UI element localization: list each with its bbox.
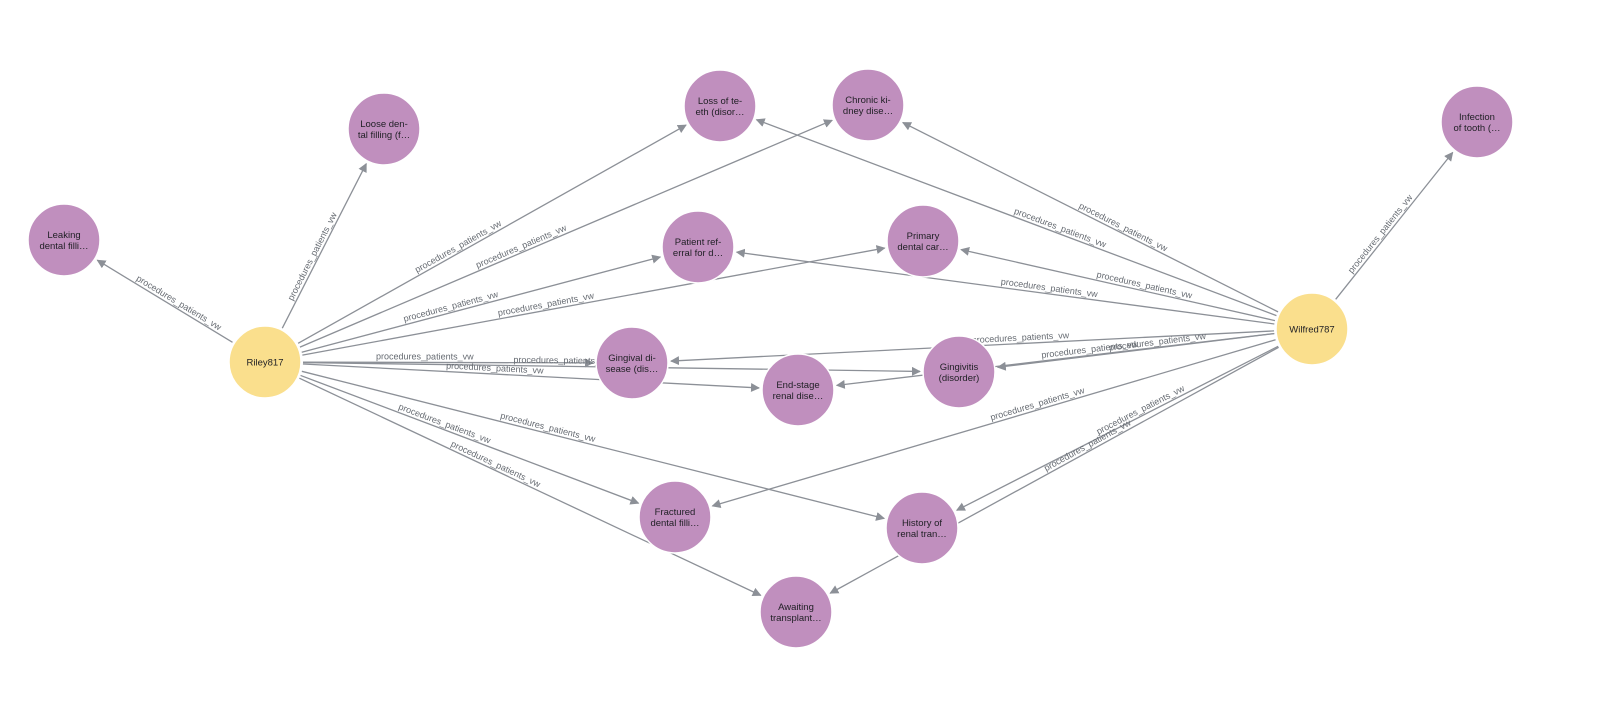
edge-riley-primary[interactable]	[302, 245, 886, 356]
node-chronic[interactable]: Chronic ki-dney dise…	[831, 68, 905, 142]
edge-label: procedures_patients_vw	[1000, 276, 1099, 299]
node-riley[interactable]: Riley817	[228, 325, 302, 399]
edge-riley-history[interactable]	[301, 370, 886, 521]
node-referral[interactable]: Patient ref-erral for d…	[661, 210, 735, 284]
edge-riley-fractured[interactable]	[300, 374, 640, 505]
edge-label: procedures_patients_vw	[397, 402, 492, 446]
edge-riley-endstage[interactable]	[302, 363, 760, 393]
node-circle[interactable]	[27, 203, 101, 277]
edge-wilfred-loss[interactable]	[755, 118, 1277, 317]
node-wilfred[interactable]: Wilfred787	[1275, 292, 1349, 366]
node-circle[interactable]	[1440, 85, 1514, 159]
edge-riley-chronic[interactable]	[299, 119, 833, 348]
node-circle[interactable]	[922, 335, 996, 409]
node-awaiting[interactable]: Awaitingtransplant…	[759, 575, 833, 649]
edge-label: procedures_patients_vw	[499, 410, 597, 444]
node-circle[interactable]	[886, 204, 960, 278]
edge-wilfred-infection[interactable]	[1335, 151, 1454, 300]
node-loss[interactable]: Loss of te-eth (disor…	[683, 69, 757, 143]
edge-label: procedures_patients_vw	[513, 355, 611, 366]
edge-label: procedures_patients_vw	[971, 330, 1069, 345]
node-circle[interactable]	[761, 353, 835, 427]
node-circle[interactable]	[759, 575, 833, 649]
edge-label: procedures_patients_vw	[1042, 417, 1133, 473]
node-gingivitis[interactable]: Gingivitis(disorder)	[922, 335, 996, 409]
node-circle[interactable]	[683, 69, 757, 143]
edge-riley-leaking[interactable]	[96, 259, 233, 343]
node-circle[interactable]	[831, 68, 905, 142]
edge-riley-referral[interactable]	[301, 254, 662, 353]
edge-label: procedures_patients_vw	[286, 210, 340, 302]
edge-wilfred-awaiting[interactable]	[829, 346, 1279, 594]
edge-riley-awaiting[interactable]	[299, 377, 762, 597]
node-circle[interactable]	[595, 326, 669, 400]
edge-label-layer: procedures_patients_vwprocedures_patient…	[135, 192, 1415, 489]
node-circle[interactable]	[638, 480, 712, 554]
edge-label: procedures_patients_vw	[1346, 192, 1415, 275]
edge-label: procedures_patients_vw	[449, 439, 542, 490]
edge-wilfred-primary[interactable]	[960, 247, 1276, 322]
edge-wilfred-fractured[interactable]	[711, 339, 1276, 508]
edge-wilfred-history[interactable]	[955, 345, 1279, 511]
node-circle[interactable]	[347, 92, 421, 166]
edge-label: procedures_patients_vw	[376, 351, 474, 361]
node-circle[interactable]	[885, 491, 959, 565]
edge-riley-loose[interactable]	[281, 162, 367, 329]
edge-wilfred-referral[interactable]	[735, 248, 1275, 325]
edge-label: procedures_patients_vw	[989, 385, 1086, 422]
edge-label: procedures_patients_vw	[135, 273, 224, 332]
node-loose[interactable]: Loose den-tal filling (f…	[347, 92, 421, 166]
edge-label: procedures_patients_vw	[1096, 269, 1194, 300]
node-circle[interactable]	[228, 325, 302, 399]
edge-riley-loss[interactable]	[297, 124, 687, 344]
edge-riley-gingival[interactable]	[302, 358, 594, 368]
node-circle[interactable]	[661, 210, 735, 284]
edge-wilfred-endstage[interactable]	[835, 332, 1275, 389]
edge-label: procedures_patients_vw	[402, 289, 499, 324]
node-circle[interactable]	[1275, 292, 1349, 366]
edge-wilfred-chronic[interactable]	[902, 121, 1279, 313]
node-gingival[interactable]: Gingival di-sease (dis…	[595, 326, 669, 400]
